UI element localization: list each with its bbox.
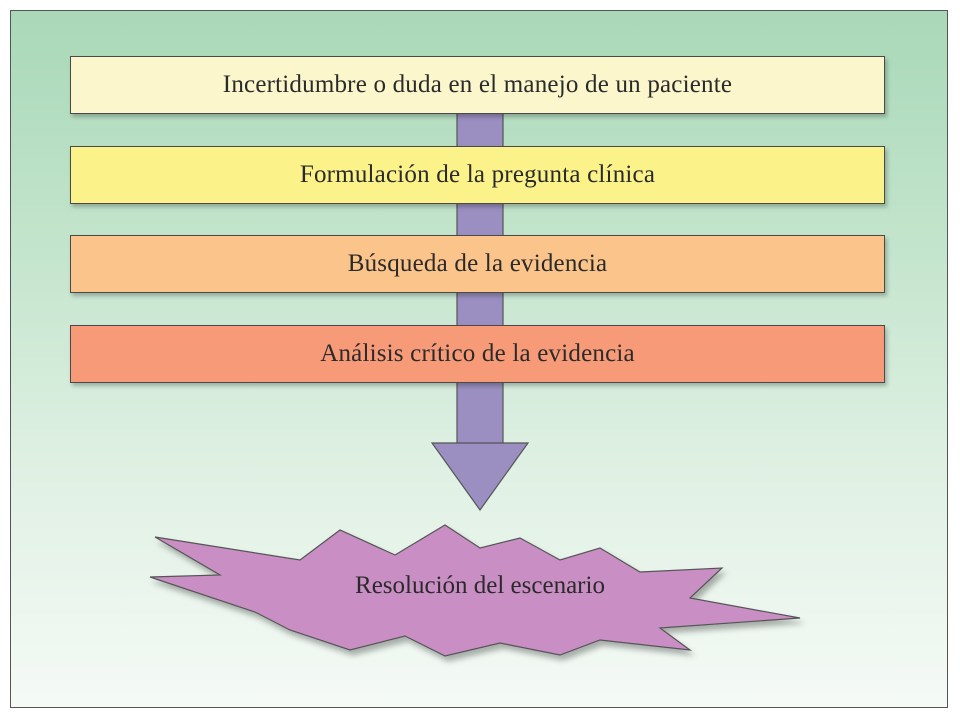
step-label: Búsqueda de la evidencia — [347, 250, 608, 277]
step-box-formulacion: Formulación de la pregunta clínica — [70, 146, 885, 204]
step-label: Análisis crítico de la evidencia — [320, 340, 635, 367]
step-box-analisis: Análisis crítico de la evidencia — [70, 325, 885, 383]
flow-arrow-head — [430, 442, 530, 512]
step-box-incertidumbre: Incertidumbre o duda en el manejo de un … — [70, 56, 885, 114]
step-label: Incertidumbre o duda en el manejo de un … — [222, 71, 733, 98]
step-label: Formulación de la pregunta clínica — [299, 161, 656, 188]
result-starburst — [149, 524, 801, 657]
step-box-busqueda: Búsqueda de la evidencia — [70, 235, 885, 293]
result-label: Resolución del escenario — [355, 572, 605, 599]
